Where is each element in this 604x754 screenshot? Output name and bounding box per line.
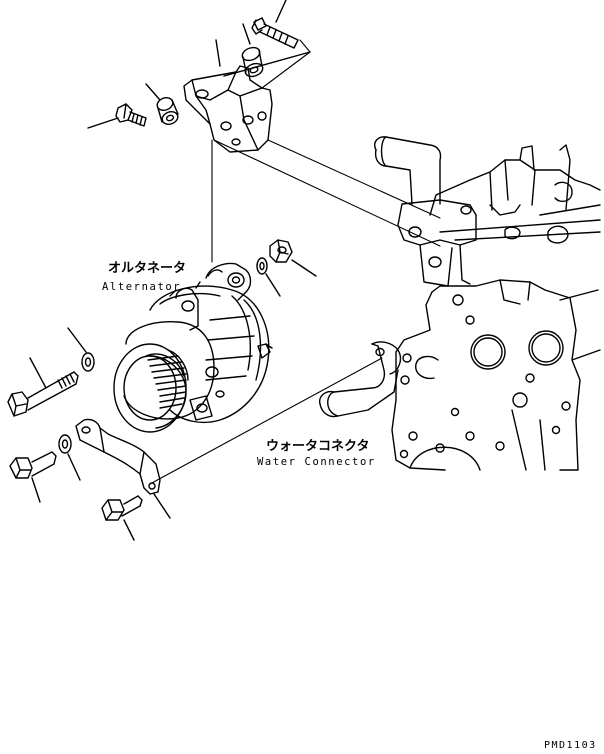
leader-line [67,453,81,481]
mounting-bracket [183,65,273,153]
bracket-bolt [115,103,147,127]
leader-line [291,259,317,277]
leader-line [242,23,251,45]
leader-line [215,39,311,77]
alternator-label-en: Alternator [102,281,182,293]
engine-block [374,136,601,471]
center-lines [149,39,441,485]
nut [269,239,293,263]
adjusting-plate [75,418,161,495]
leader-line [31,477,41,503]
short-bolt [101,495,143,521]
alternator [113,262,273,433]
collar [156,97,179,125]
upper-spacer [241,46,264,78]
washer [81,352,95,372]
leader-line [275,0,287,23]
lower-bolt [9,451,57,479]
water-connector-label-jp: ウォータコネクタ [266,439,370,454]
leader-line [87,117,119,129]
drawing-code: PMD1103 [544,740,597,751]
water-connector [319,341,402,418]
leader-line [145,83,161,101]
upper-bolt [251,17,299,49]
water-connector-label-en: Water Connector [257,456,376,468]
leader-line [29,357,47,389]
leader-line [67,327,87,353]
long-bolt [7,371,79,417]
alternator-label-jp: オルタネータ [108,261,187,276]
washer [58,434,72,454]
leader-line [265,273,281,297]
leader-line [153,493,171,519]
washer [256,257,268,275]
leader-line [123,519,135,541]
